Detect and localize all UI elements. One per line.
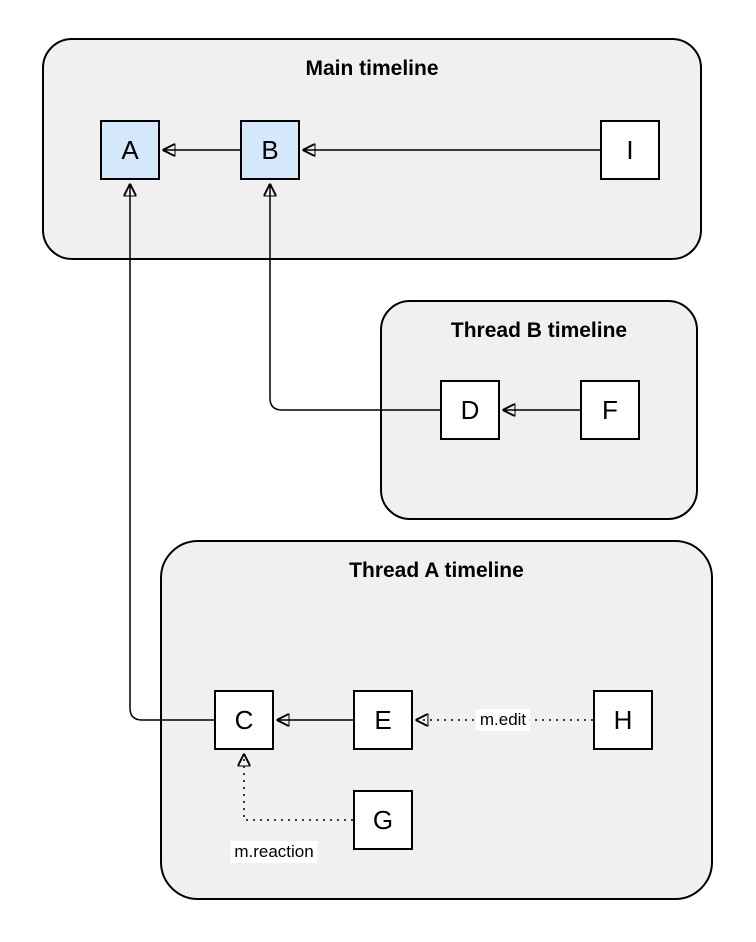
node-F: F [580,380,640,440]
thread-b-timeline-title: Thread B timeline [450,319,628,342]
node-A: A [100,120,160,180]
node-B-label: B [261,134,279,165]
node-E: E [353,690,413,750]
node-H: H [593,690,653,750]
main-timeline-title: Main timeline [305,57,439,80]
node-D: D [440,380,500,440]
node-H-label: H [613,704,633,735]
node-I-label: I [626,134,634,165]
edge-label-m-edit: m.edit [475,709,531,731]
node-A-label: A [121,134,139,165]
node-B: B [240,120,300,180]
node-I: I [600,120,660,180]
container-thread-b-timeline: Thread B timeline [380,300,698,520]
node-F-label: F [602,394,618,425]
node-D-label: D [460,394,480,425]
node-G-label: G [372,804,394,835]
node-C-label: C [234,704,254,735]
edge-label-m-reaction: m.reaction [230,841,318,863]
node-E-label: E [374,704,392,735]
node-C: C [214,690,274,750]
node-G: G [353,790,413,850]
thread-a-timeline-title: Thread A timeline [349,559,524,582]
